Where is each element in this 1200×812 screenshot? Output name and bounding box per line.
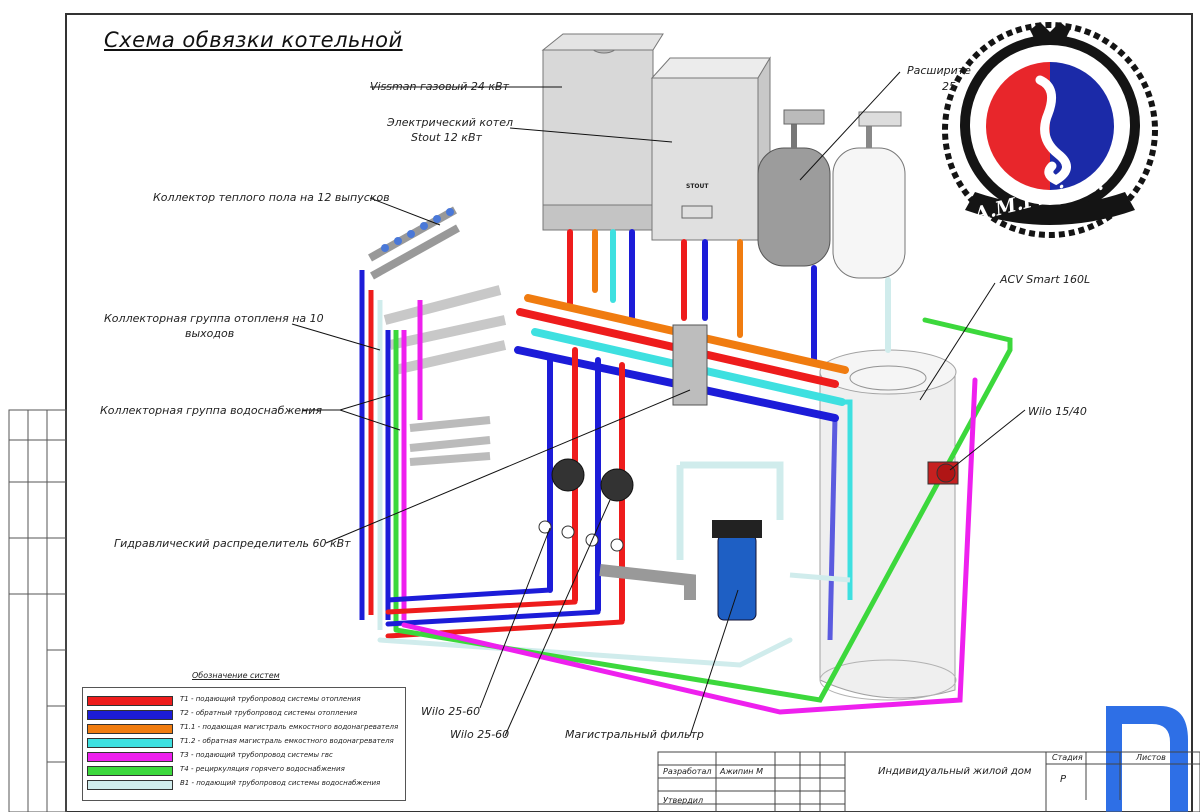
label-hydraulic-separator: Гидравлический распределитель 60 кВт (114, 537, 351, 550)
label-tank: ACV Smart 160L (1000, 273, 1091, 286)
legend-text: Т4 - рециркуляция горячего водоснабжения (180, 765, 345, 773)
stamp-stage-value: Р (1060, 774, 1067, 785)
boiler-drops (567, 229, 891, 363)
label-expansion-tank-line1: Расширите (907, 64, 971, 77)
label-electric-boiler-line2: Stout 12 кВт (411, 131, 482, 144)
expansion-tank-heating (757, 109, 831, 267)
legend-swatch (87, 696, 173, 706)
stamp-developed-name: Ажипин М (720, 767, 763, 776)
stamp-sheets-label: Листов (1136, 753, 1166, 762)
side-stamp (8, 409, 67, 812)
legend-swatch (87, 752, 173, 762)
legend-swatch (87, 738, 173, 748)
stamp-developed-label: Разработал (663, 767, 712, 776)
legend-item-t4: Т4 - рециркуляция горячего водоснабжения (87, 765, 405, 776)
legend-swatch (87, 724, 173, 734)
floor-collector (368, 206, 460, 280)
legend-text: Т1 - подающий трубопровод системы отопле… (180, 695, 361, 703)
legend-item-t1-1: Т1.1 - подающая магистраль емкостного во… (87, 723, 405, 734)
leader-lines (291, 71, 1026, 737)
bottom-loops (377, 317, 1013, 715)
label-recirc-pump: Wilo 15/40 (1028, 405, 1087, 418)
label-expansion-tank-line2: 25 (942, 80, 956, 93)
pumps (538, 458, 634, 552)
heating-collector (383, 285, 507, 375)
legend-item-t1-2: Т1.2 - обратная магистраль емкостного во… (87, 737, 405, 748)
label-filter: Магистральный фильтр (565, 728, 704, 741)
tank-acv-smart (819, 349, 957, 701)
diagram-title: Схема обвязки котельной (104, 28, 403, 52)
label-floor-collector: Коллектор теплого пола на 12 выпусков (153, 191, 390, 204)
legend-text: Т3 - подающий трубопровод системы гвс (180, 751, 333, 759)
corner-logo (1106, 706, 1188, 812)
label-pump-1: Wilo 25-60 (421, 705, 481, 718)
legend-swatch (87, 766, 173, 776)
legend-item-b1: В1 - подающий трубопровод системы водосн… (87, 779, 405, 790)
legend-swatch (87, 780, 173, 790)
label-pump-2: Wilo 25-60 (450, 728, 510, 741)
water-collector (409, 416, 491, 466)
legend-item-t3: Т3 - подающий трубопровод системы гвс (87, 751, 405, 762)
legend-text: Т1.1 - подающая магистраль емкостного во… (180, 723, 399, 731)
expansion-tank-dhw (832, 111, 906, 279)
stamp-grid (657, 751, 1200, 812)
hydraulic-separator (672, 324, 708, 406)
label-water-collector: Коллекторная группа водоснабжения (100, 404, 323, 417)
legend: Т1 - подающий трубопровод системы отопле… (82, 687, 406, 801)
boiler-brand-text: STOUT (686, 183, 709, 190)
label-electric-boiler-line1: Электрический котел (387, 116, 513, 129)
legend-swatch (87, 710, 173, 720)
label-heating-collector-line1: Коллекторная группа отопленя на 10 (104, 312, 324, 325)
legend-text: Т2 - обратный трубопровод системы отопле… (180, 709, 358, 717)
legend-text: В1 - подающий трубопровод системы водосн… (180, 779, 381, 787)
label-heating-collector-line2: выходов (185, 327, 235, 340)
am-project-logo (942, 22, 1158, 238)
recirculation-pump (927, 461, 959, 485)
electric-boiler (650, 56, 771, 242)
legend-item-t1: Т1 - подающий трубопровод системы отопле… (87, 695, 405, 706)
tank-pipes (789, 399, 853, 641)
legend-title: Обозначение систем (192, 671, 280, 680)
legend-item-t2: Т2 - обратный трубопровод системы отопле… (87, 709, 405, 720)
legend-text: Т1.2 - обратная магистраль емкостного во… (180, 737, 394, 745)
left-risers (359, 270, 423, 630)
stamp-stage-label: Стадия (1052, 753, 1083, 762)
label-gas-boiler: Vissman газовый 24 кВт (370, 80, 509, 93)
water-filter (599, 461, 784, 621)
stamp-approved-label: Утвердил (663, 796, 704, 805)
stamp-project: Индивидуальный жилой дом (878, 766, 1032, 777)
